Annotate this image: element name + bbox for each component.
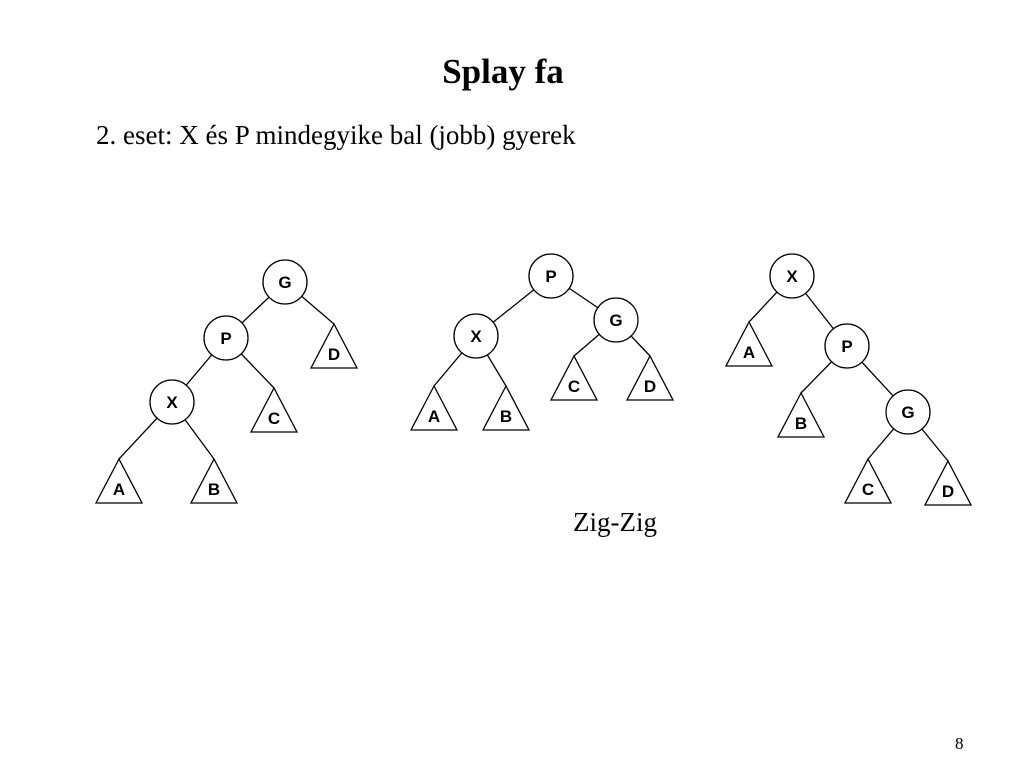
subtree-triangle [94, 457, 144, 504]
node-label: G [609, 311, 622, 330]
subtree-d: D [309, 322, 359, 369]
node-label: B [208, 480, 220, 499]
node-label: C [862, 480, 874, 499]
node-label: D [328, 345, 340, 364]
node-circle [885, 389, 931, 435]
subtree-triangle [843, 457, 893, 504]
subtree-triangle [776, 391, 826, 438]
node-label: G [278, 273, 291, 292]
node-circle [203, 315, 249, 361]
node-label: B [500, 407, 512, 426]
node-label: X [470, 327, 482, 346]
subtree-b: B [189, 457, 239, 504]
node-label: P [545, 267, 556, 286]
tree-3: X A P B G C D [724, 253, 973, 506]
subtree-b: B [481, 384, 531, 431]
subtree-triangle [625, 354, 675, 401]
subtree-triangle [549, 354, 599, 401]
subtree-triangle [309, 322, 359, 369]
tree-1: G P D X C A B [94, 259, 359, 504]
node-label: A [743, 343, 755, 362]
tree-node-p: P [203, 315, 249, 361]
subtree-triangle [923, 459, 973, 506]
subtree-c: C [249, 386, 299, 433]
node-label: C [268, 409, 280, 428]
node-circle [453, 313, 499, 359]
node-circle [149, 379, 195, 425]
node-label: C [568, 377, 580, 396]
node-label: G [901, 403, 914, 422]
subtree-a: A [724, 320, 774, 367]
node-label: B [795, 414, 807, 433]
subtree-triangle [724, 320, 774, 367]
tree-node-x: X [769, 253, 815, 299]
subtree-c: C [549, 354, 599, 401]
tree-node-g: G [885, 389, 931, 435]
tree-node-p: P [528, 253, 574, 299]
node-label: D [942, 482, 954, 501]
subtree-c: C [843, 457, 893, 504]
slide-subtitle: 2. eset: X és P mindegyike bal (jobb) gy… [96, 120, 576, 150]
tree-node-x: X [453, 313, 499, 359]
tree-node-g: G [593, 297, 639, 343]
node-circle [593, 297, 639, 343]
page-number: 8 [955, 734, 964, 753]
tree-node-g: G [262, 259, 308, 305]
tree-node-x: X [149, 379, 195, 425]
subtree-triangle [481, 384, 531, 431]
node-circle [528, 253, 574, 299]
node-label: A [113, 480, 125, 499]
subtree-triangle [409, 384, 459, 431]
slide-title: Splay fa [442, 52, 564, 91]
subtree-triangle [189, 457, 239, 504]
node-circle [824, 323, 870, 369]
subtree-b: B [776, 391, 826, 438]
node-circle [769, 253, 815, 299]
node-label: X [166, 393, 178, 412]
node-label: A [428, 407, 440, 426]
node-label: D [644, 377, 656, 396]
subtree-d: D [625, 354, 675, 401]
subtree-a: A [409, 384, 459, 431]
rotation-caption: Zig-Zig [573, 507, 657, 537]
tree-node-p: P [824, 323, 870, 369]
subtree-triangle [249, 386, 299, 433]
node-label: X [786, 267, 798, 286]
node-label: P [220, 329, 231, 348]
tree-2: P X G A B C D [409, 253, 675, 431]
subtree-d: D [923, 459, 973, 506]
node-circle [262, 259, 308, 305]
node-label: P [841, 337, 852, 356]
subtree-a: A [94, 457, 144, 504]
